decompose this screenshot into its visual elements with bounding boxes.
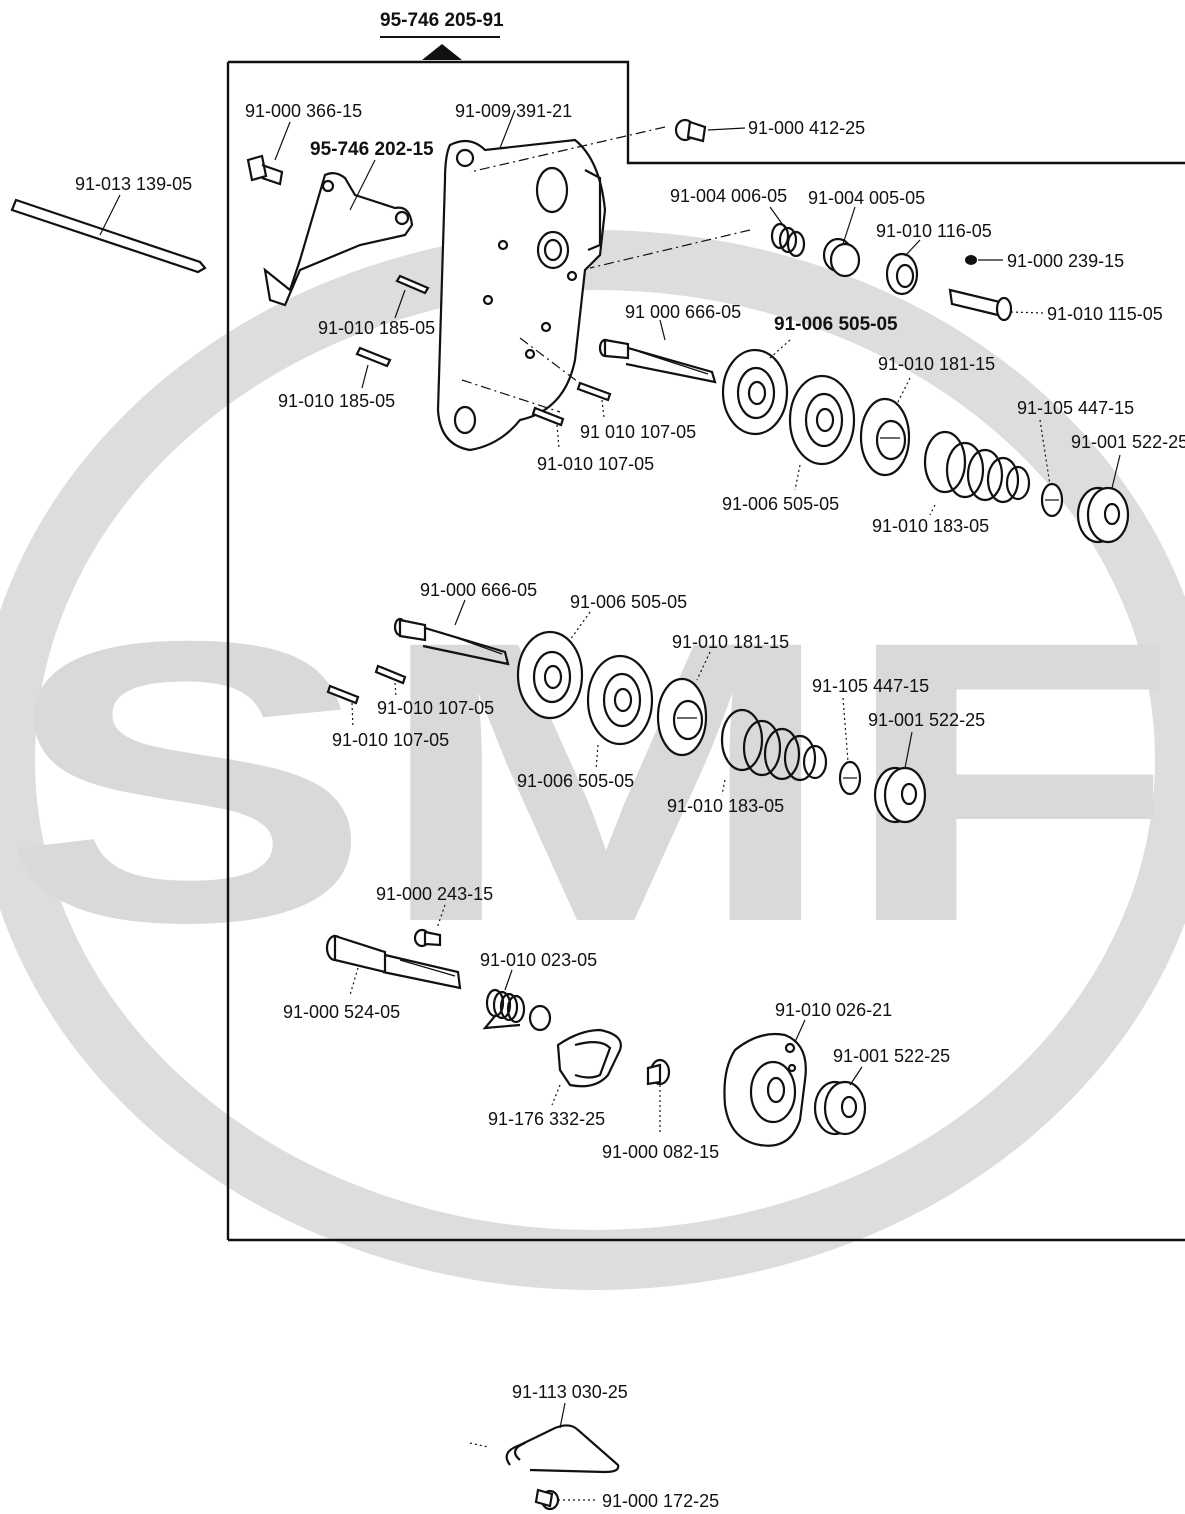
watermark-text: SMF [0, 558, 1180, 1005]
label-91-176-332-25: 91-176 332-25 [488, 1109, 605, 1129]
label-91-000-412-25: 91-000 412-25 [748, 118, 865, 138]
nut-91-010-116-05 [885, 239, 921, 296]
spring-91-010-023-05 [482, 969, 552, 1032]
guide-91-176-332-25 [551, 1028, 622, 1106]
label-91-010-183-05-a: 91-010 183-05 [872, 516, 989, 536]
bracket-95-746-202-15 [263, 159, 414, 307]
pins-91-010-185-05 [355, 274, 430, 389]
pins-91-010-107-05-upper [461, 337, 612, 449]
label-91-010-185-05-a: 91-010 185-05 [318, 318, 435, 338]
screw-91-000-239-15 [965, 255, 1003, 265]
label-91-010-115-05: 91-010 115-05 [1047, 304, 1163, 324]
screw-91-000-243-15 [413, 904, 446, 948]
tension-stud-upper [598, 319, 717, 384]
cap-91-004-005-05 [822, 206, 861, 278]
pin-91-010-115-05 [948, 288, 1044, 322]
disc-91-010-181-15-a [859, 377, 911, 477]
label-91-000-082-15: 91-000 082-15 [602, 1142, 719, 1162]
spring-91-004-006-05 [589, 206, 806, 269]
spring-91-010-183-05-a [923, 430, 1031, 516]
label-91-006-505-05-d: 91-006 505-05 [517, 771, 634, 791]
screw-91-000-366-15 [246, 121, 291, 186]
part-labels: 91-000 366-15 95-746 202-15 91-009 391-2… [75, 101, 1185, 1511]
disc-91-006-505-05-d [586, 654, 654, 771]
screw-91-000-082-15 [646, 1058, 671, 1135]
label-91-009-391-21: 91-009 391-21 [455, 101, 572, 121]
label-91-000-524-05: 91-000 524-05 [283, 1002, 400, 1022]
label-91-000-666-05-a: 91 000 666-05 [625, 302, 741, 322]
label-91-000-366-15: 91-000 366-15 [245, 101, 362, 121]
tension-stud-middle [393, 599, 510, 666]
label-91-001-522-25-b: 91-001 522-25 [868, 710, 985, 730]
label-91-000-239-15: 91-000 239-15 [1007, 251, 1124, 271]
label-91-010-185-05-b: 91-010 185-05 [278, 391, 395, 411]
label-91-105-447-15-a: 91-105 447-15 [1017, 398, 1134, 418]
clip-91-113-030-25 [469, 1402, 620, 1474]
disc-91-006-505-05-b [788, 374, 856, 491]
disc-91-010-026-21 [723, 1019, 807, 1147]
title-arrow [422, 44, 462, 60]
label-91-113-030-25: 91-113 030-25 [512, 1382, 628, 1402]
disc-91-010-181-15-b [656, 651, 711, 757]
spring-91-010-183-05-b [720, 708, 828, 796]
label-91-006-505-05-a: 91-006 505-05 [774, 314, 898, 335]
label-91-004-006-05: 91-004 006-05 [670, 186, 787, 206]
screw-91-000-412-25 [469, 118, 746, 173]
label-91-105-447-15-b: 91-105 447-15 [812, 676, 929, 696]
label-91-006-505-05-c: 91-006 505-05 [570, 592, 687, 612]
shaft-91-013-139-05 [10, 194, 207, 274]
washer-91-105-447-15-a [1039, 419, 1064, 518]
label-91-010-107-05-d: 91-010 107-05 [332, 730, 449, 750]
label-91-010-183-05-b: 91-010 183-05 [667, 796, 784, 816]
label-91-006-505-05-b: 91-006 505-05 [722, 494, 839, 514]
label-91-010-181-15-a: 91-010 181-15 [878, 354, 995, 374]
label-91-000-666-05-b: 91-000 666-05 [420, 580, 537, 600]
label-91-010-107-05-b: 91-010 107-05 [537, 454, 654, 474]
label-91-010-107-05-c: 91-010 107-05 [377, 698, 494, 718]
nut-91-001-522-25-a [1076, 454, 1130, 544]
label-91-001-522-25-c: 91-001 522-25 [833, 1046, 950, 1066]
screw-91-000-172-25 [534, 1488, 598, 1511]
label-91-013-139-05: 91-013 139-05 [75, 174, 192, 194]
label-91-010-116-05: 91-010 116-05 [876, 221, 992, 241]
label-91-000-172-25: 91-000 172-25 [602, 1491, 719, 1511]
label-91-010-107-05-a: 91 010 107-05 [580, 422, 696, 442]
stud-91-000-524-05 [325, 934, 462, 996]
disc-91-006-505-05-c [516, 611, 591, 720]
nut-91-001-522-25-b [873, 731, 927, 824]
assembly-frame [226, 60, 1185, 1242]
washer-91-105-447-15-b [838, 697, 862, 796]
label-91-010-026-21: 91-010 026-21 [775, 1000, 892, 1020]
title-label: 95-746 205-91 [380, 10, 504, 31]
nut-91-001-522-25-c [813, 1066, 867, 1136]
label-91-010-181-15-b: 91-010 181-15 [672, 632, 789, 652]
pins-91-010-107-05-middle [326, 664, 407, 729]
label-91-004-005-05: 91-004 005-05 [808, 188, 925, 208]
label-91-000-243-15: 91-000 243-15 [376, 884, 493, 904]
disc-91-006-505-05-a [721, 339, 791, 436]
label-91-010-023-05: 91-010 023-05 [480, 950, 597, 970]
label-95-746-202-15: 95-746 202-15 [310, 139, 434, 160]
label-91-001-522-25-a: 91-001 522-25 [1071, 432, 1185, 452]
assembly-title: 95-746 205-91 [380, 10, 504, 60]
